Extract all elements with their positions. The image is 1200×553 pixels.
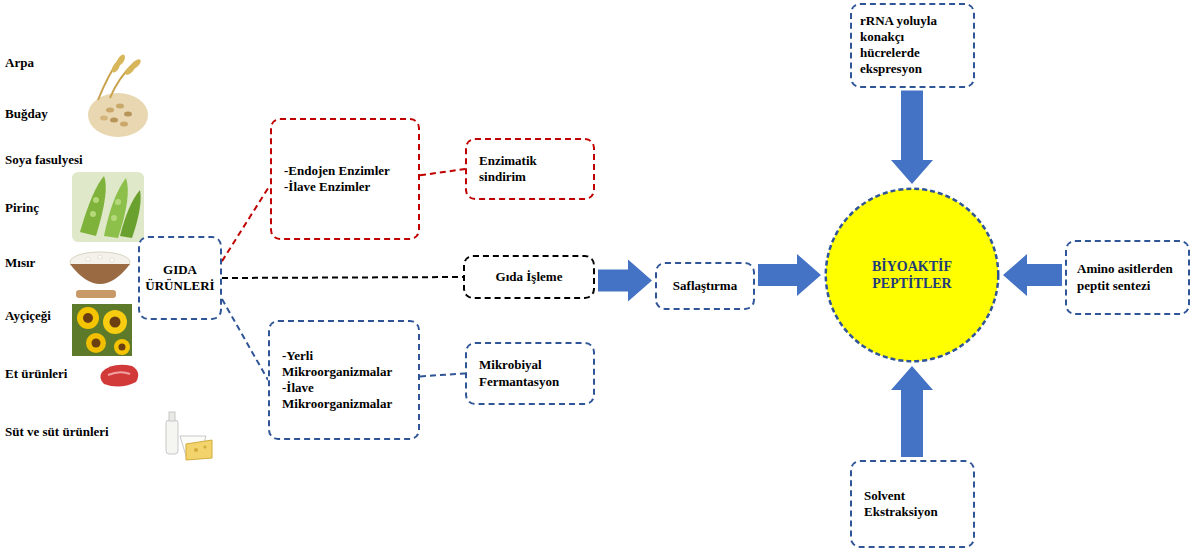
process-box: Saflaştırma	[655, 262, 755, 310]
process-box: Mikrobiyal Fermantasyon	[465, 342, 595, 405]
block-arrow	[758, 254, 821, 296]
source-box: GIDA ÜRÜNLERİ	[138, 236, 222, 320]
dashed-connector	[420, 374, 465, 377]
dashed-connector	[222, 299, 268, 380]
method-box: rRNA yoluyla konakçı hücrelerde ekspresy…	[850, 3, 975, 88]
result-text: BİYOAKTİF PEPTİTLER	[854, 258, 970, 293]
food-label: Buğday	[5, 106, 48, 122]
rice-picture	[70, 252, 130, 298]
connector-line	[222, 299, 268, 380]
method-box: Amino asitlerden peptit sentezi	[1065, 240, 1190, 315]
block-arrow	[598, 260, 652, 302]
food-label: Pirinç	[5, 200, 39, 216]
dashed-connector	[222, 185, 270, 261]
box-text: Amino asitlerden peptit sentezi	[1077, 261, 1178, 294]
arrow-body	[891, 91, 933, 185]
block-arrow	[891, 91, 933, 185]
arrow-body	[598, 260, 652, 302]
connector-line	[222, 277, 463, 278]
method-box: Solvent Ekstraksiyon	[850, 460, 975, 548]
box-text: GIDA ÜRÜNLERİ	[144, 262, 216, 295]
food-label: Soya fasulyesi	[5, 152, 83, 168]
meat-picture	[100, 365, 138, 387]
process-box: Gıda İşleme	[463, 255, 595, 299]
circle-outline	[824, 187, 1000, 363]
connector-line	[420, 169, 465, 175]
soybean-picture	[72, 172, 144, 242]
result-circle: BİYOAKTİF PEPTİTLER	[824, 187, 1000, 363]
block-arrow	[891, 366, 933, 457]
enzyme-box: -Endojen Enzimler -İlave Enzimler	[270, 118, 420, 240]
food-label: Mısır	[5, 255, 35, 271]
dairy-picture	[166, 412, 212, 460]
grain-picture	[88, 53, 148, 137]
box-text: Enzimatik sindirim	[479, 153, 581, 186]
dashed-connector	[222, 277, 463, 278]
food-label: Ayçiçeği	[5, 308, 51, 324]
food-label: Süt ve süt ürünleri	[5, 424, 109, 440]
microbe-box: -Yerli Mikroorganizmalar -İlave Mikroorg…	[268, 320, 420, 440]
box-text: -Yerli Mikroorganizmalar -İlave Mikroorg…	[282, 348, 406, 413]
connector-line	[420, 374, 465, 377]
box-text: -Endojen Enzimler -İlave Enzimler	[284, 163, 406, 196]
food-label: Arpa	[5, 55, 34, 71]
box-text: Saflaştırma	[673, 278, 737, 294]
box-text: Solvent Ekstraksiyon	[864, 488, 961, 521]
sunflower-picture	[72, 304, 132, 356]
process-box: Enzimatik sindirim	[465, 138, 595, 200]
arrow-body	[891, 366, 933, 457]
arrow-body	[1003, 254, 1062, 296]
block-arrow	[1003, 254, 1062, 296]
connector-line	[222, 185, 270, 261]
arrow-body	[758, 254, 821, 296]
food-label: Et ürünleri	[5, 366, 67, 382]
box-text: Gıda İşleme	[496, 269, 563, 285]
dashed-connector	[420, 169, 465, 175]
box-text: rRNA yoluyla konakçı hücrelerde ekspresy…	[860, 13, 965, 78]
box-text: Mikrobiyal Fermantasyon	[479, 357, 581, 390]
